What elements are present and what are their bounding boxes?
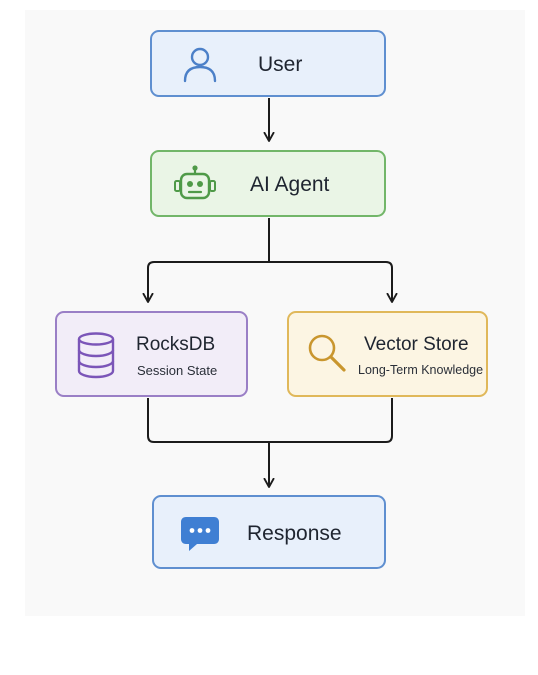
edge-agent-to-vector-store bbox=[269, 261, 398, 303]
database-icon bbox=[74, 331, 118, 379]
rocksdb-node[interactable]: RocksDB Session State bbox=[55, 311, 248, 397]
response-node-title: Response bbox=[247, 522, 342, 545]
edge-vector-store-to-merge bbox=[269, 398, 393, 443]
edge-agent-to-rocksdb bbox=[142, 261, 269, 303]
edge-rocksdb-to-merge bbox=[147, 398, 269, 443]
vector-store-node-title: Vector Store bbox=[364, 334, 469, 355]
user-node-title: User bbox=[258, 53, 303, 76]
ai-agent-node[interactable]: AI Agent bbox=[150, 150, 386, 217]
user-icon bbox=[180, 44, 220, 84]
ai-agent-node-title: AI Agent bbox=[250, 173, 330, 196]
rocksdb-node-title: RocksDB bbox=[136, 334, 216, 355]
search-icon bbox=[305, 331, 349, 375]
chat-bubble-icon bbox=[180, 515, 220, 553]
response-node[interactable]: Response bbox=[152, 495, 386, 569]
vector-store-node[interactable]: Vector Store Long-Term Knowledge bbox=[287, 311, 488, 397]
rocksdb-node-subtitle: Session State bbox=[137, 363, 218, 378]
robot-icon bbox=[172, 164, 218, 206]
vector-store-node-subtitle: Long-Term Knowledge bbox=[358, 363, 484, 377]
user-node[interactable]: User bbox=[150, 30, 386, 97]
